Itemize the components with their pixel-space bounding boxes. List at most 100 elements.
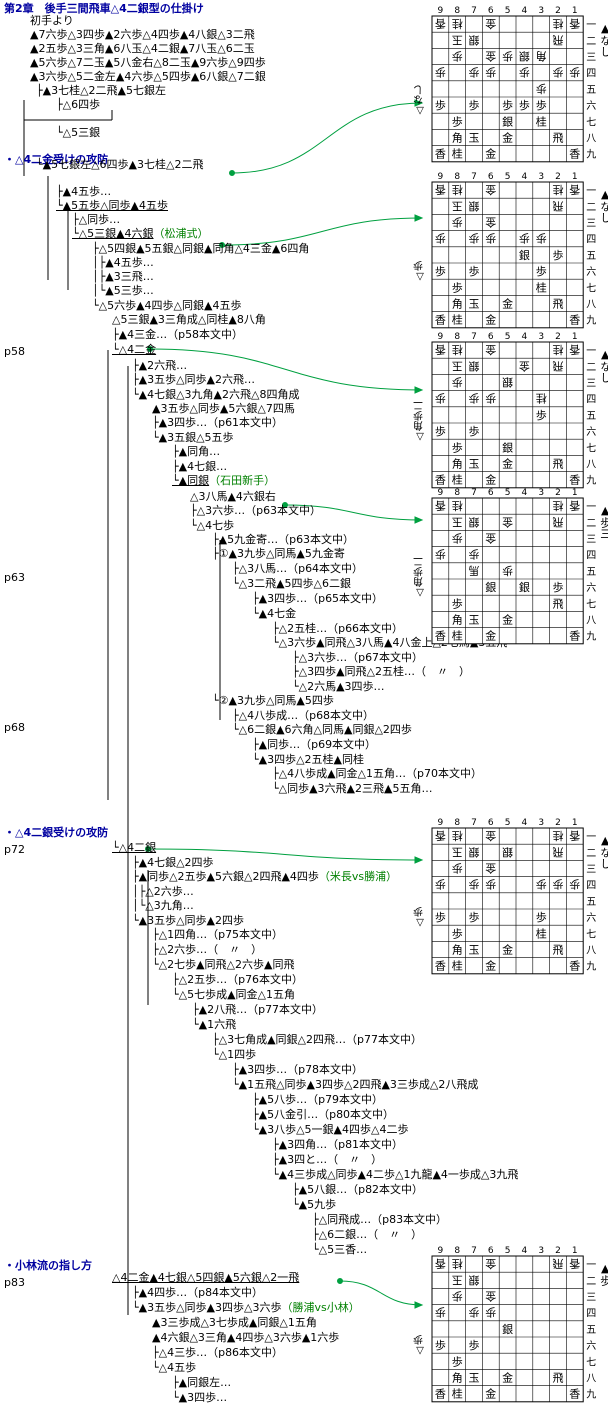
shogi-piece: 飛 (553, 132, 564, 145)
shogi-piece: 香 (569, 829, 580, 842)
move-text: ├▲3四歩…（p65本文中） (252, 592, 384, 605)
move-line: ├△6二銀…（ 〃 ） (312, 1228, 422, 1242)
move-line: └△3二飛▲5四歩△6二銀 (232, 577, 351, 591)
move-text: └△5三銀 (56, 126, 101, 139)
move-text: ├△2六歩…（ 〃 ） (152, 943, 263, 956)
shogi-piece: 玉 (469, 458, 480, 471)
rank-label: 八 (586, 946, 596, 957)
file-label: 7 (471, 818, 477, 828)
shogi-piece: 香 (435, 960, 446, 973)
file-label: 8 (454, 172, 460, 182)
move-line: ▲7六歩△3四歩▲2六歩△4四歩▲4八銀△3二飛 (30, 28, 255, 42)
shogi-piece: 歩 (435, 264, 446, 278)
shogi-piece: 角 (452, 298, 463, 311)
file-label: 3 (538, 1246, 544, 1256)
rank-label: 六 (586, 100, 596, 112)
page-ref: p68 (4, 721, 25, 734)
shogi-piece: 銀 (502, 440, 513, 454)
move-text: └△2六馬▲3四歩… (292, 680, 385, 693)
move-line: 初手より (30, 14, 74, 28)
shogi-piece: 歩 (452, 216, 463, 230)
move-line: ├△2五歩…（p76本文中） (172, 973, 303, 987)
file-label: 1 (572, 818, 578, 828)
move-line: └▲4七銀△3九角▲2六飛△8四角成 (132, 388, 299, 402)
move-line: ├▲2八飛…（p77本文中） (192, 1003, 323, 1017)
rank-label: 八 (586, 1374, 596, 1385)
move-text: └△4七歩 (190, 519, 235, 532)
shogi-piece: 歩 (536, 98, 547, 112)
move-text: │└△3九角… (132, 899, 194, 912)
shogi-piece: 桂 (452, 313, 463, 327)
rank-label: 一 (586, 832, 596, 843)
move-text: ├▲4四歩…（p84本文中） (132, 1286, 264, 1299)
rank-label: 一 (586, 186, 596, 197)
move-line: └▲5五歩△同歩▲4五歩 (56, 199, 168, 213)
gote-hand: △歩 (414, 1334, 426, 1356)
move-line: └▲1六飛 (192, 1018, 236, 1032)
shogi-piece: 銀 (469, 515, 480, 529)
shogi-piece: 歩 (469, 1306, 480, 1320)
move-text: ▲3三歩成△3七歩成▲同銀△1五角 (152, 1316, 317, 1329)
arrow-head (414, 516, 424, 524)
move-line: └▲同銀（石田新手） (172, 474, 275, 488)
arrow-head (414, 856, 424, 864)
rank-label: 九 (586, 1389, 596, 1401)
gote-hand: △角歩二 (414, 401, 426, 442)
shogi-piece: 歩 (469, 878, 480, 892)
rank-label: 八 (586, 616, 596, 627)
shogi-piece: 金 (485, 50, 496, 64)
move-line: ├▲3四歩…（p61本文中） (152, 416, 283, 430)
move-text: ├①▲3九歩△同馬▲5九金寄 (212, 547, 345, 560)
move-text: ├▲同歩△2五歩▲5六銀△2四飛▲4四歩 (132, 870, 319, 883)
move-text: └▲4三歩成△同歩▲4二歩△1九龍▲4一歩成△3九飛 (272, 1168, 519, 1181)
shogi-piece: 桂 (536, 280, 547, 294)
move-text: ├△2五歩…（p76本文中） (172, 973, 304, 986)
shogi-piece: 歩 (502, 98, 513, 112)
shogi-piece: 飛 (553, 33, 564, 46)
file-label: 3 (538, 818, 544, 828)
move-text: └▲5七銀左△6四歩▲3七桂△2二飛 (36, 158, 204, 171)
rank-label: 八 (586, 460, 596, 471)
move-text: ├▲3七桂△2二飛▲5七銀左 (36, 84, 166, 97)
move-text: ├▲3四歩…（p78本文中） (232, 1063, 364, 1076)
move-text: ├△1四角…（p75本文中） (152, 928, 284, 941)
move-line: ├▲4七銀… (172, 460, 227, 474)
rank-label: 一 (586, 502, 596, 513)
move-text: │├▲3三飛… (92, 270, 154, 283)
shogi-piece: 歩 (435, 1306, 446, 1320)
move-text: ├△4八歩成…（p68本文中） (232, 709, 375, 722)
move-line: ├△3六歩…（p67本文中） (292, 651, 423, 665)
shogi-piece: 歩 (452, 862, 463, 876)
file-label: 6 (488, 172, 494, 182)
file-label: 4 (522, 1246, 528, 1256)
shogi-piece: 金 (485, 183, 496, 197)
arrow-head (414, 99, 424, 107)
shogi-piece: 金 (502, 457, 513, 471)
move-line: ├△4三歩…（p86本文中） (152, 1346, 283, 1360)
shogi-piece: 桂 (536, 392, 547, 406)
page-ref: p72 (4, 843, 25, 856)
move-text: ▲3五歩△同歩▲5六銀△7四馬 (152, 402, 295, 415)
section-heading: ・△4二金受けの攻防 (4, 153, 109, 166)
shogi-piece: 玉 (469, 1372, 480, 1385)
shogi-piece: 飛 (553, 1257, 564, 1270)
file-label: 2 (555, 1246, 561, 1256)
shogi-piece: 歩 (435, 1338, 446, 1352)
rank-label: 七 (586, 442, 596, 454)
move-line: └▲5七銀左△6四歩▲3七桂△2二飛 (36, 158, 203, 172)
shogi-piece: 金 (502, 943, 513, 957)
move-text: ├▲同角… (172, 445, 221, 458)
shogi-piece: 歩 (452, 50, 463, 64)
shogi-piece: 金 (502, 1371, 513, 1385)
shogi-piece: 金 (485, 343, 496, 357)
shogi-piece: 銀 (469, 199, 480, 213)
shogi-piece: 歩 (469, 424, 480, 438)
move-text: ├△3四歩▲同飛△2五桂…（ 〃 ） (292, 665, 470, 678)
file-label: 5 (505, 6, 511, 16)
arrow-line (339, 1280, 423, 1306)
arrow-dot (145, 846, 151, 852)
shogi-piece: 桂 (452, 1387, 463, 1401)
file-label: 4 (522, 332, 528, 342)
sente-hand: ▲歩 (599, 1262, 608, 1287)
shogi-piece: 桂 (452, 629, 463, 643)
